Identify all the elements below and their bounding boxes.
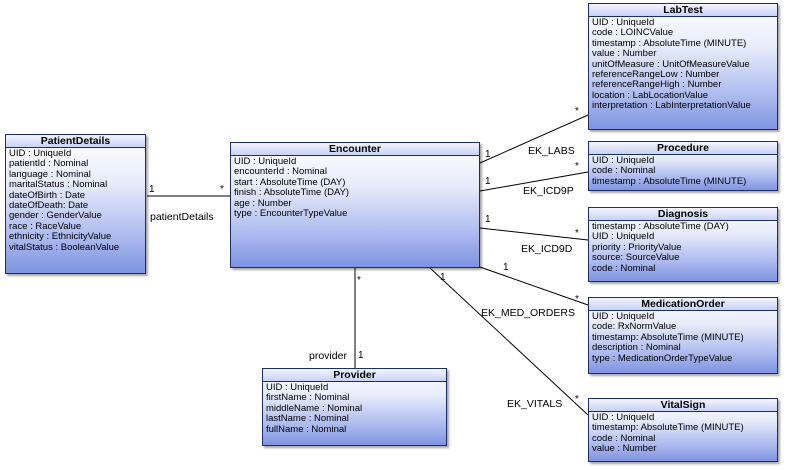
class-attribute: value : Number	[592, 444, 657, 455]
class-attribute: referenceRangeLow : Number	[592, 70, 720, 81]
procedure-class: Procedure UID : UniqueId code : Nominal …	[588, 141, 778, 191]
class-attribute: race : RaceValue	[9, 221, 82, 232]
class-attribute: lastName : Nominal	[266, 414, 349, 425]
class-attribute: referenceRangeHigh : Number	[592, 80, 722, 91]
diagnosis-class: Diagnosis timestamp : AbsoluteTime (DAY)…	[588, 207, 778, 282]
class-attribute: dateOfDeath: Date	[9, 201, 89, 212]
class-attribute: UID : UniqueId	[592, 232, 655, 243]
association-label: EK_ICD9D	[521, 243, 573, 255]
vital-sign-class: VitalSign UID : UniqueId timestamp: Abso…	[588, 398, 778, 462]
medication-order-class: MedicationOrder UID : UniqueId code: RxN…	[588, 297, 778, 374]
multiplicity-label: 1	[149, 184, 155, 195]
class-attribute: vitalStatus : BooleanValue	[9, 242, 120, 253]
vitals-link	[429, 267, 589, 416]
class-attribute: fullName : Nominal	[266, 424, 347, 435]
class-attribute: middleName : Nominal	[266, 403, 363, 414]
multiplicity-label: *	[575, 394, 579, 405]
class-attribute: timestamp: AbsoluteTime (MINUTE)	[592, 423, 744, 434]
class-attribute: dateOfBirth : Date	[9, 190, 86, 201]
class-name: Procedure	[589, 142, 777, 155]
class-name: VitalSign	[589, 399, 777, 412]
class-attribute: age : Number	[234, 198, 292, 209]
class-attribute: code : Nominal	[592, 166, 656, 177]
class-attribute: timestamp : AbsoluteTime (MINUTE)	[592, 176, 747, 187]
class-attribute: source: SourceValue	[592, 253, 680, 264]
multiplicity-label: *	[575, 106, 579, 117]
association-label: EK_ICD9P	[523, 185, 574, 197]
class-attribute: type : MedicationOrderTypeValue	[592, 353, 733, 364]
icd9d-link	[479, 227, 589, 241]
class-attribute: UID : UniqueId	[266, 383, 329, 393]
class-attribute: patientId : Nominal	[9, 159, 89, 170]
class-name: Diagnosis	[589, 208, 777, 221]
class-attribute: type : EncounterTypeValue	[234, 209, 348, 220]
multiplicity-label: *	[220, 184, 224, 195]
class-attribute: code : Nominal	[592, 263, 656, 274]
class-name: Encounter	[231, 143, 479, 156]
multiplicity-label: 1	[358, 350, 364, 361]
association-label: EK_VITALS	[507, 398, 563, 410]
class-attribute: finish : AbsoluteTime (DAY)	[234, 188, 350, 199]
class-attribute: code: RxNormValue	[592, 322, 677, 333]
multiplicity-label: 1	[503, 262, 509, 273]
class-attribute: timestamp : AbsoluteTime (DAY)	[592, 222, 729, 232]
multiplicity-label: *	[575, 161, 579, 172]
encounter-class: Encounter UID : UniqueId encounterId : N…	[230, 142, 480, 268]
class-name: PatientDetails	[6, 135, 145, 148]
class-attribute: gender : GenderValue	[9, 211, 102, 222]
class-attribute: UID : UniqueId	[592, 312, 655, 322]
class-attribute: unitOfMeasure : UnitOfMeasureValue	[592, 59, 750, 70]
association-label: EK_MED_ORDERS	[481, 307, 575, 319]
multiplicity-label: *	[575, 294, 579, 305]
class-attribute: ethnicity : EthnicityValue	[9, 232, 112, 243]
class-attribute: interpretation : LabInterpretationValue	[592, 101, 751, 112]
multiplicity-label: 1	[485, 149, 491, 160]
association-label: patientDetails	[150, 211, 214, 223]
class-attribute: code : LOINCValue	[592, 28, 674, 39]
class-attribute: UID : UniqueId	[234, 157, 297, 167]
multiplicity-label: 1	[440, 272, 446, 283]
class-name: MedicationOrder	[589, 298, 777, 311]
class-attribute: UID : UniqueId	[592, 413, 655, 423]
class-attribute: priority : PriorityValue	[592, 242, 682, 253]
class-attribute: language : Nominal	[9, 169, 91, 180]
class-attribute: timestamp : AbsoluteTime (MINUTE)	[592, 38, 747, 49]
labs-link	[479, 114, 589, 164]
association-label: provider	[309, 350, 347, 362]
class-attribute: encounterId : Nominal	[234, 167, 327, 178]
class-attribute: UID : UniqueId	[592, 156, 655, 166]
class-attribute: code : Nominal	[592, 433, 656, 444]
class-attribute: description : Nominal	[592, 343, 681, 354]
med-orders-link	[479, 266, 589, 306]
icd9p-link	[479, 171, 589, 192]
provider-class: Provider UID : UniqueId firstName : Nomi…	[262, 368, 447, 446]
class-attribute: location : LabLocationValue	[592, 90, 709, 101]
class-attribute: firstName : Nominal	[266, 393, 350, 404]
multiplicity-label: *	[575, 228, 579, 239]
class-attribute: start : AbsoluteTime (DAY)	[234, 177, 346, 188]
patient-details-class: PatientDetails UID : UniqueId patientId …	[5, 134, 146, 274]
association-label: EK_LABS	[528, 145, 575, 157]
multiplicity-label: 1	[485, 214, 491, 225]
class-attribute: UID : UniqueId	[9, 149, 72, 159]
class-name: Provider	[263, 369, 446, 382]
lab-test-class: LabTest UID : UniqueId code : LOINCValue…	[588, 3, 778, 130]
class-attribute: value : Number	[592, 49, 657, 60]
class-name: LabTest	[589, 4, 777, 17]
class-attribute: timestamp: AbsoluteTime (MINUTE)	[592, 332, 744, 343]
multiplicity-label: *	[357, 275, 361, 286]
multiplicity-label: 1	[485, 176, 491, 187]
class-attribute: maritalStatus : Nominal	[9, 180, 108, 191]
class-attribute: UID : UniqueId	[592, 18, 655, 28]
